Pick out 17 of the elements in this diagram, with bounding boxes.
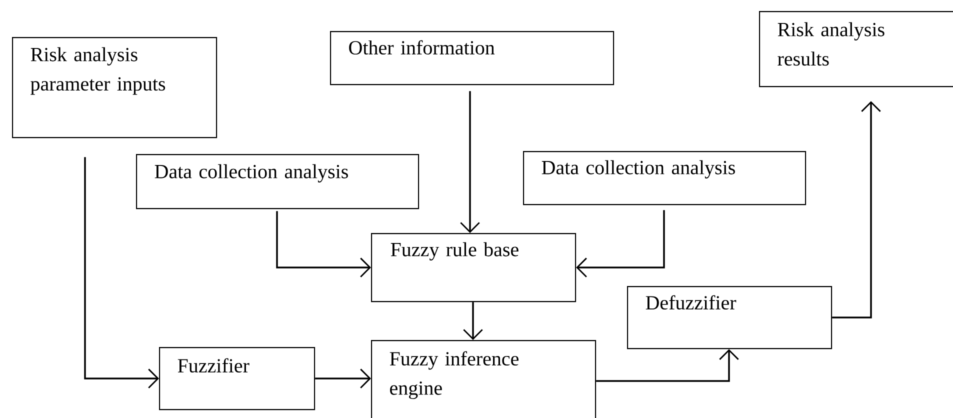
arrow [315, 368, 371, 388]
process-box: Data collection analysis [136, 154, 420, 210]
arrow [576, 210, 665, 278]
arrow [460, 91, 480, 233]
arrow [596, 349, 739, 382]
process-box: Risk analysis results [759, 11, 953, 88]
arrow [463, 302, 483, 340]
process-box: Fuzzifier [159, 347, 316, 410]
process-box: Fuzzy inference engine [371, 340, 596, 418]
process-box: Other information [330, 31, 614, 86]
process-box: Defuzzifier [627, 286, 832, 350]
arrow [276, 211, 371, 278]
process-box: Data collection analysis [523, 151, 806, 206]
process-box: Fuzzy rule base [371, 233, 576, 302]
process-box: Risk analysis parameter inputs [12, 37, 218, 138]
arrow [832, 101, 881, 318]
arrow [84, 157, 159, 388]
